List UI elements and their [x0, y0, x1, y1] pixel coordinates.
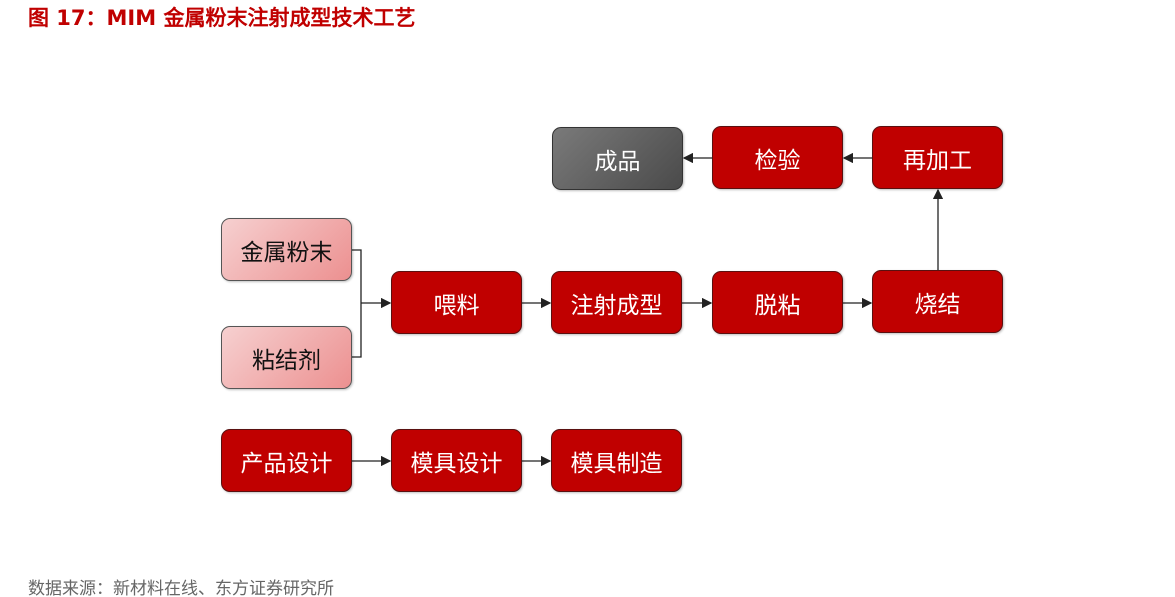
node-binder: 粘结剂: [221, 326, 352, 389]
node-finished: 成品: [552, 127, 683, 190]
node-mold-design: 模具设计: [391, 429, 522, 492]
node-mold-making: 模具制造: [551, 429, 682, 492]
node-feedstock: 喂料: [391, 271, 522, 334]
node-product-design: 产品设计: [221, 429, 352, 492]
node-inspect: 检验: [712, 126, 843, 189]
node-sintering: 烧结: [872, 270, 1003, 333]
bracket-connector: [352, 249, 362, 358]
node-reprocess: 再加工: [872, 126, 1003, 189]
figure-title: 图 17：MIM 金属粉末注射成型技术工艺: [28, 6, 416, 30]
node-debinding: 脱粘: [712, 271, 843, 334]
node-injection: 注射成型: [551, 271, 682, 334]
node-metal-powder: 金属粉末: [221, 218, 352, 281]
source-note: 数据来源：新材料在线、东方证券研究所: [28, 579, 334, 597]
